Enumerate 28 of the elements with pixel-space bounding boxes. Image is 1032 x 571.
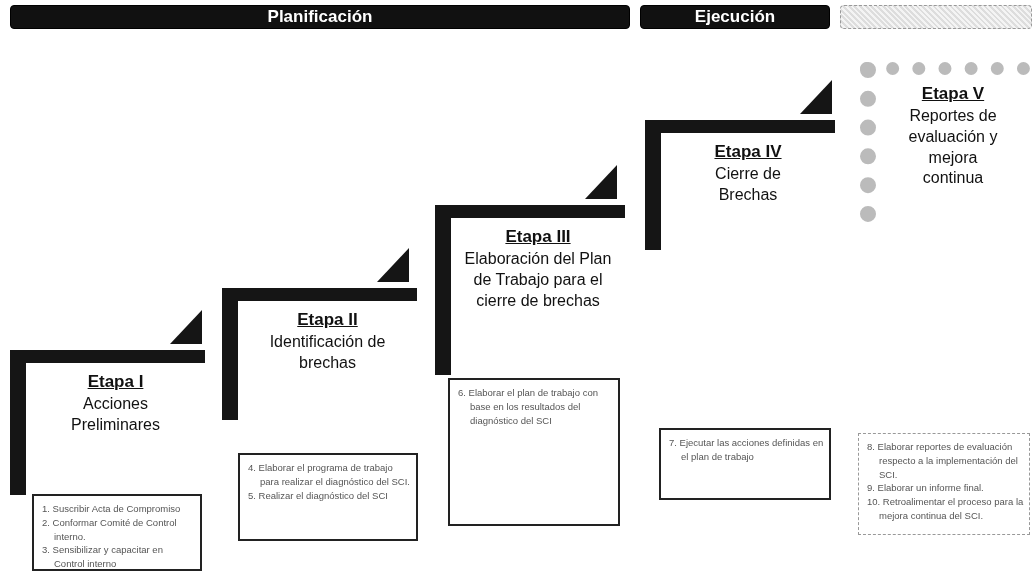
task-item: 1. Suscribir Acta de Compromiso xyxy=(41,502,182,516)
task-item: 4. Elaborar el programa de trabajo para realizar el diagnóstico del SCI. xyxy=(247,461,411,489)
stage-title: Reportes de evaluación y mejora continua xyxy=(907,106,999,189)
task-box xyxy=(659,428,831,500)
task-item: 10. Retroalimentar el proceso para la mejora continua del SCI. xyxy=(866,495,1024,523)
phase-bar: Planificación xyxy=(10,5,630,29)
task-item: 9. Elaborar un informe final. xyxy=(866,481,985,496)
stage-heading: Etapa III xyxy=(505,227,571,247)
stage-title: Acciones Preliminares xyxy=(70,394,161,435)
task-item: 7. Ejecutar las acciones definidas en el plan de trabajo xyxy=(668,436,824,464)
task-box xyxy=(32,494,202,571)
stage-heading: Etapa V xyxy=(921,84,985,104)
stage-heading: Etapa II xyxy=(297,310,358,330)
task-box xyxy=(858,433,1030,535)
task-box xyxy=(448,378,620,526)
stage-title: Elaboración del Plan de Trabajo para el cierre de brechas xyxy=(463,249,613,311)
stage-title: Identificación de brechas xyxy=(268,332,387,373)
stage-heading: Etapa I xyxy=(87,372,144,392)
task-item: 6. Elaborar el plan de trabajo con base en los resultados del diagnóstico del SCI xyxy=(457,386,599,428)
task-item: 8. Elaborar reportes de evaluación respecto a la implementación del SCI. xyxy=(866,440,1019,482)
stage-title: Cierre de Brechas xyxy=(714,164,782,205)
stage-heading: Etapa IV xyxy=(714,142,782,162)
bar xyxy=(840,5,1032,29)
phase-bar: Ejecución xyxy=(640,5,830,29)
task-item: 5. Realizar el diagnóstico del SCI xyxy=(247,488,389,503)
task-item: 2. Conformar Comité de Control interno. xyxy=(41,515,178,544)
task-item: 3. Sensibilizar y capacitar en Control interno xyxy=(41,543,164,571)
task-box xyxy=(238,453,418,541)
